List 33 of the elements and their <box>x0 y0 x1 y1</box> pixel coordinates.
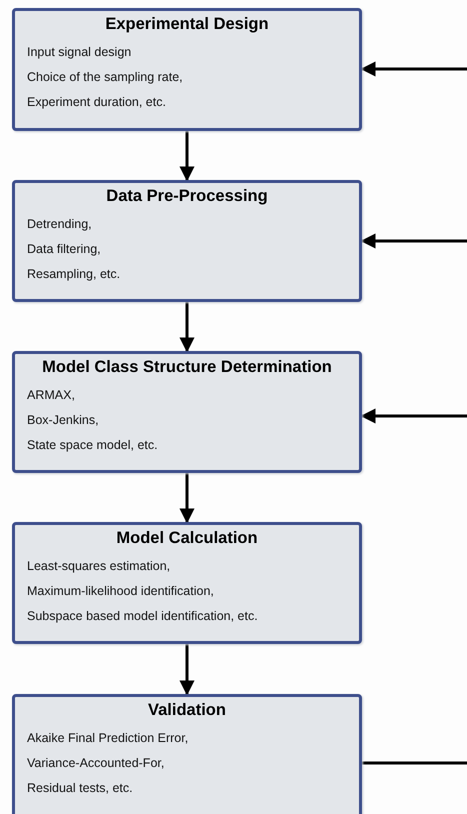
arrow <box>360 234 467 248</box>
process-box <box>12 694 362 814</box>
box-heading: Validation <box>147 701 227 720</box>
box-text: Experiment duration, etc. <box>27 95 166 109</box>
box-text: Variance-Accounted-For, <box>27 756 164 770</box>
process-box <box>12 8 362 131</box>
box-text: Data filtering, <box>27 242 101 256</box>
box-heading: Data Pre-Processing <box>105 187 269 206</box>
box-text: Maximum-likelihood identification, <box>27 584 214 598</box>
box-text: ARMAX, <box>27 388 75 402</box>
box-heading: Model Calculation <box>115 529 259 548</box>
arrow <box>180 302 194 352</box>
box-text: Detrending, <box>27 217 92 231</box>
arrow <box>180 644 194 696</box>
box-text: Least-squares estimation, <box>27 559 170 573</box>
box-text: Akaike Final Prediction Error, <box>27 731 188 745</box>
box-heading: Experimental Design <box>104 15 270 34</box>
box-text: State space model, etc. <box>27 438 158 452</box>
box-text: Resampling, etc. <box>27 267 120 281</box>
connector-line <box>362 762 467 764</box>
box-text: Choice of the sampling rate, <box>27 70 183 84</box>
process-box <box>12 351 362 473</box>
box-text: Subspace based model identification, etc. <box>27 609 258 623</box>
process-box <box>12 522 362 644</box>
box-text: Residual tests, etc. <box>27 781 133 795</box>
arrow <box>360 62 467 76</box>
arrow <box>360 408 467 424</box>
box-text: Box-Jenkins, <box>27 413 99 427</box>
box-text: Input signal design <box>27 45 132 59</box>
process-box <box>12 180 362 302</box>
box-heading: Model Class Structure Determination <box>41 358 333 377</box>
arrow <box>180 473 194 524</box>
arrow <box>180 131 194 182</box>
